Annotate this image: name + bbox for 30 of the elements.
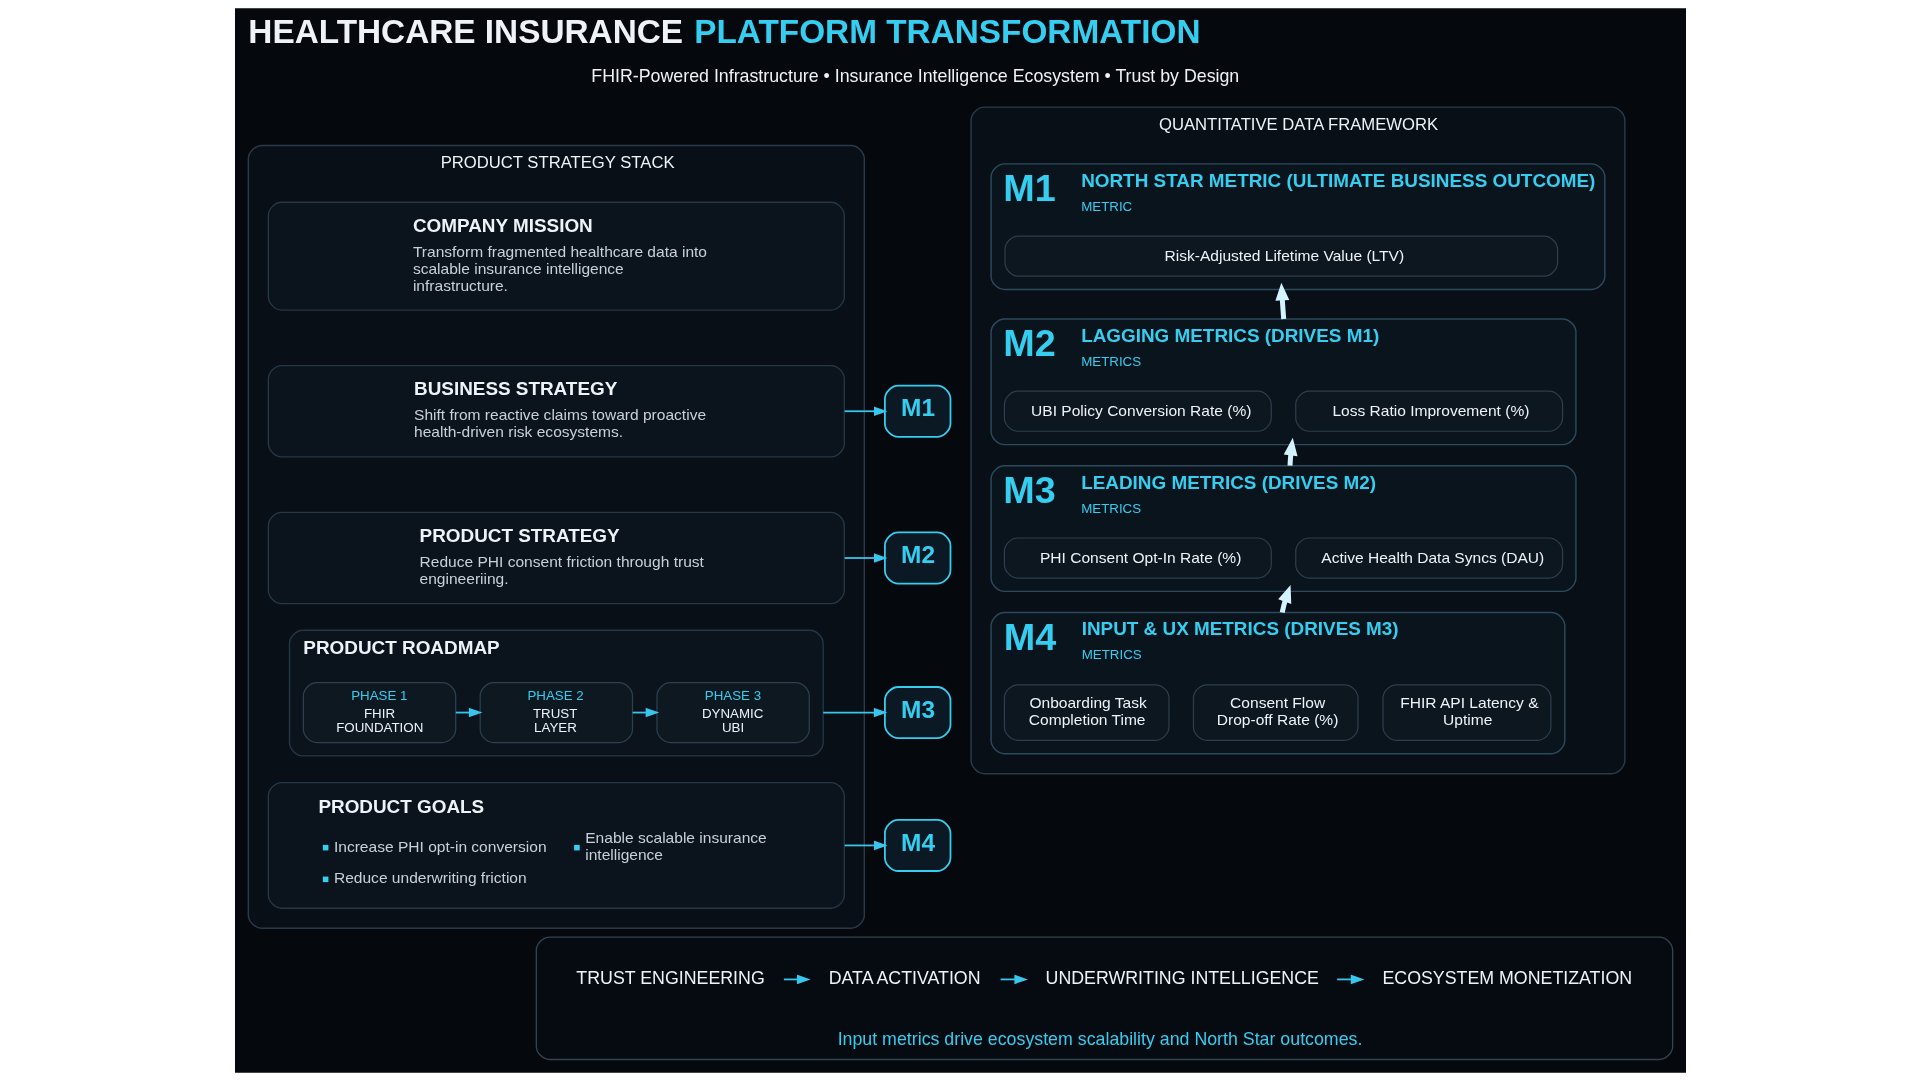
diagram-title: HEALTHCARE INSURANCE PLATFORM TRANSFORMATION: [247, 12, 1200, 50]
arrow: [843, 553, 888, 563]
arrow: [1274, 282, 1289, 320]
node-box: Loss Ratio Improvement (%): [1294, 390, 1563, 432]
node-text: UNDERWRITING INTELLIGENCE: [1045, 967, 1319, 988]
node-box: M3: [883, 686, 951, 740]
node-box: UBI Policy Conversion Rate (%): [1003, 390, 1272, 432]
node-text: DATA ACTIVATION: [828, 967, 981, 988]
node-text: TRUST ENGINEERING: [575, 967, 765, 988]
node-box: BUSINESS STRATEGY Shift from reactive claims toward proactive health-driven risk ecosystems.: [267, 365, 845, 458]
label: FHIR-Powered Infrastructure • Insurance Intelligence Ecosystem • Trust by Design: [590, 66, 1239, 87]
node-box: Active Health Data Syncs (DAU): [1294, 537, 1563, 579]
node-box: COMPANY MISSION Transform fragmented healthcare data into scalable insurance intelligence infrastructure.: [267, 201, 845, 311]
arrow: [821, 707, 887, 718]
node-box: M2: [883, 531, 951, 585]
node-box: Risk-Adjusted Lifetime Value (LTV): [1003, 235, 1558, 277]
node-box: PRODUCT GOALS Increase PHI opt-in conversion Enable scalable insurance intelligence Reduce underwriting friction: [267, 781, 845, 909]
arrow: [843, 406, 888, 416]
node-box: Onboarding Task Completion Time: [1003, 684, 1170, 741]
node-box: PHASE 2 TRUST LAYER: [479, 681, 633, 744]
node-box: FHIR API Latency & Uptime: [1381, 684, 1551, 741]
node-box: PRODUCT STRATEGY Reduce PHI consent friction through trust engineeriing.: [267, 511, 845, 605]
arrow: [843, 840, 888, 851]
node-box: PHI Consent Opt-In Rate (%): [1003, 537, 1272, 579]
node-box: PHASE 1 FHIR FOUNDATION: [302, 681, 456, 744]
node-box: Consent Flow Drop-off Rate (%): [1192, 684, 1359, 741]
node-box: M1: [883, 384, 951, 438]
node-text: ECOSYSTEM MONETIZATION: [1381, 967, 1632, 988]
node-box: PHASE 3 DYNAMIC UBI: [655, 681, 810, 744]
node-box: M4: [883, 818, 951, 872]
